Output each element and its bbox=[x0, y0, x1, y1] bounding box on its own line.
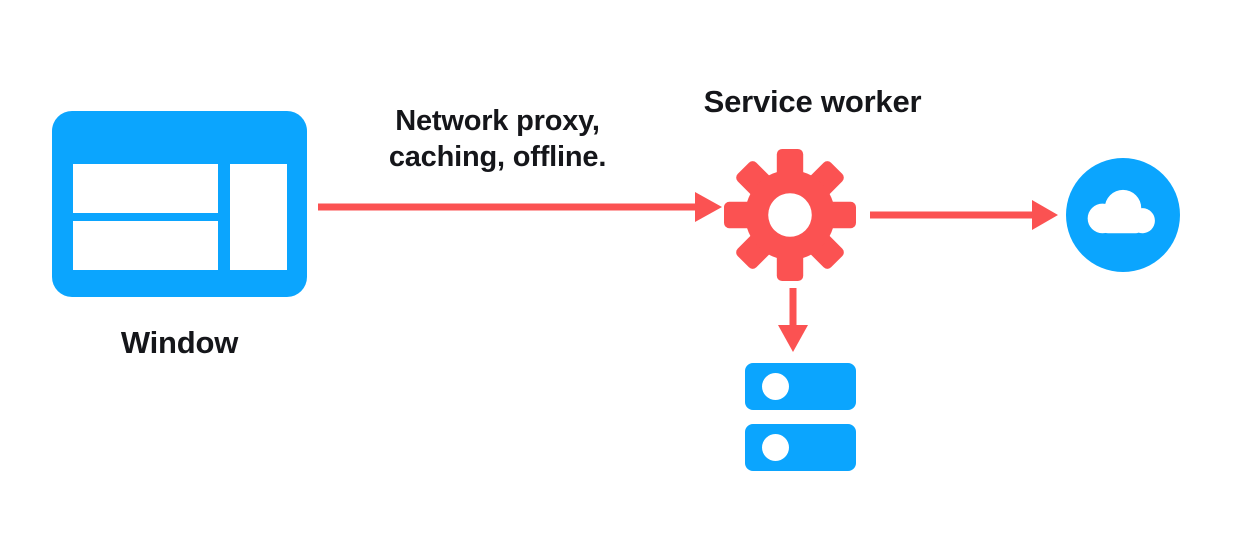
server-indicator-bottom bbox=[762, 434, 789, 461]
network-proxy-edge-label-line1: Network proxy, bbox=[395, 105, 600, 137]
arrow-service-worker-to-network bbox=[870, 200, 1058, 230]
window-node-label: Window bbox=[120, 325, 239, 360]
window-sidebar-pane bbox=[230, 164, 287, 270]
server-stack-icon bbox=[745, 363, 856, 471]
server-indicator-top bbox=[762, 373, 789, 400]
network-proxy-edge-label: Network proxy, caching, offline. bbox=[330, 103, 665, 175]
service-worker-node-label: Service worker bbox=[703, 84, 922, 119]
network-proxy-edge-label-line2: caching, offline. bbox=[388, 141, 607, 173]
arrow-window-to-service-worker bbox=[318, 192, 722, 222]
arrow-service-worker-to-cache bbox=[778, 288, 808, 352]
window-content-bar-bottom bbox=[73, 221, 218, 270]
server-bar-bottom bbox=[745, 424, 856, 471]
cloud-icon bbox=[1066, 158, 1180, 272]
window-content-bar-top bbox=[73, 164, 218, 213]
browser-window-icon bbox=[52, 111, 307, 297]
server-bar-top bbox=[745, 363, 856, 410]
gear-icon bbox=[724, 149, 856, 281]
cloud-glyph bbox=[1087, 189, 1155, 234]
